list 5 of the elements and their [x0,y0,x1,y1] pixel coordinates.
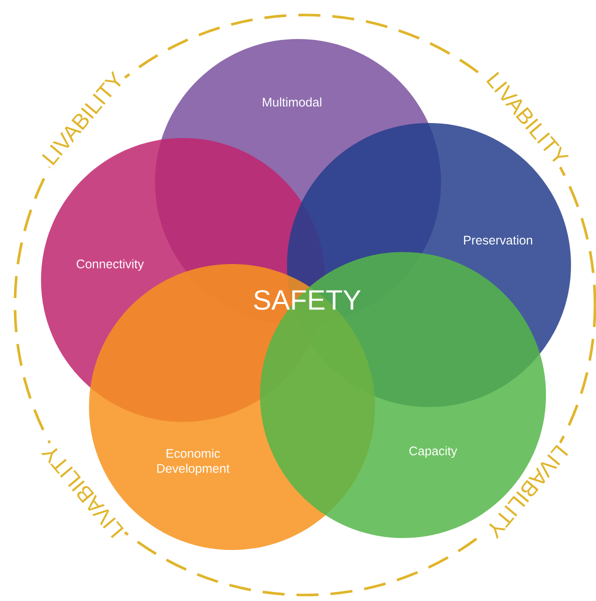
circle-label: Economic Development [157,448,230,476]
circle-label: Multimodal [262,97,322,107]
circle-label: Preservation [464,235,532,245]
circle-label: Capacity [409,446,458,458]
circle-label: Connectivity [76,259,144,271]
